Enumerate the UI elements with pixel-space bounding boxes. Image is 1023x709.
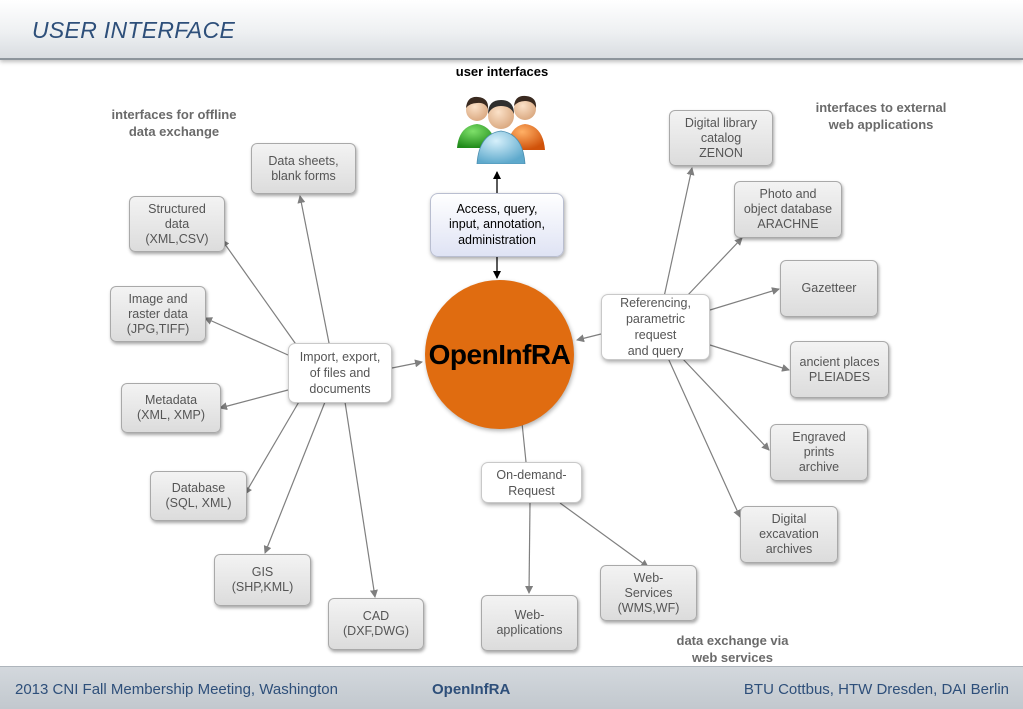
engraved-prints-box: Engraved prints archive	[770, 424, 868, 481]
web-services-heading: data exchange via web services	[676, 633, 789, 665]
header-bar: USER INTERFACE	[0, 0, 1023, 60]
database-box: Database (SQL, XML)	[150, 471, 247, 521]
connector-ref-zenon	[663, 167, 695, 298]
connector-ref-prints	[681, 357, 770, 451]
connector-ref-gazetteer	[709, 287, 780, 311]
zenon-box: Digital library catalog ZENON	[669, 110, 773, 166]
footer-event: 2013 CNI Fall Membership Meeting, Washin…	[15, 681, 338, 698]
connector-import-structured	[221, 239, 301, 351]
referencing-hub: Referencing, parametric request and quer…	[601, 294, 710, 360]
page-title: USER INTERFACE	[32, 17, 236, 43]
footer-institutions: BTU Cottbus, HTW Dresden, DAI Berlin	[743, 681, 1009, 698]
user-group-icon	[457, 95, 545, 164]
metadata-box: Metadata (XML, XMP)	[121, 383, 221, 433]
gis-box: GIS (SHP,KML)	[214, 554, 311, 606]
external-apps-heading: interfaces to external web applications	[815, 100, 947, 132]
user-interfaces-heading: user interfaces	[455, 64, 549, 79]
connector-ref-pleiades	[709, 344, 790, 372]
pleiades-box: ancient places PLEIADES	[790, 341, 889, 398]
connector-import-metadata	[219, 389, 289, 411]
connector-ondemand-webapps	[525, 502, 534, 594]
excavation-archives-box: Digital excavation archives	[740, 506, 838, 563]
connector-import-image	[204, 317, 289, 356]
cad-box: CAD (DXF,DWG)	[328, 598, 424, 650]
connector-import-cad	[344, 401, 378, 598]
footer-project: OpenInfRA	[432, 681, 511, 698]
openinfra-label: OpenInfRA	[428, 338, 571, 370]
openinfra-center-node: OpenInfRA	[425, 280, 574, 429]
image-raster-box: Image and raster data (JPG,TIFF)	[110, 286, 206, 342]
data-sheets-box: Data sheets, blank forms	[251, 143, 356, 194]
connector-ref-center	[576, 333, 602, 343]
connector-import-gis	[263, 401, 326, 554]
import-export-hub: Import, export, of files and documents	[288, 343, 392, 403]
on-demand-request-hub: On-demand- Request	[481, 462, 582, 503]
connector-import-database	[244, 399, 301, 495]
connector-ref-arachne	[685, 237, 743, 298]
connector-import-datasheets	[297, 195, 331, 349]
arachne-box: Photo and object database ARACHNE	[734, 181, 842, 238]
offline-exchange-heading: interfaces for offline data exchange	[111, 107, 237, 139]
connector-ref-excavation	[667, 357, 741, 518]
connector-import-center	[391, 359, 423, 369]
footer-bar: 2013 CNI Fall Membership Meeting, Washin…	[0, 666, 1023, 709]
connector-ondemand-webservices	[559, 502, 649, 568]
web-services-box: Web- Services (WMS,WF)	[600, 565, 697, 621]
access-query-box: Access, query, input, annotation, admini…	[430, 193, 564, 257]
structured-data-box: Structured data (XML,CSV)	[129, 196, 225, 252]
gazetteer-box: Gazetteer	[780, 260, 878, 317]
web-applications-box: Web- applications	[481, 595, 578, 651]
